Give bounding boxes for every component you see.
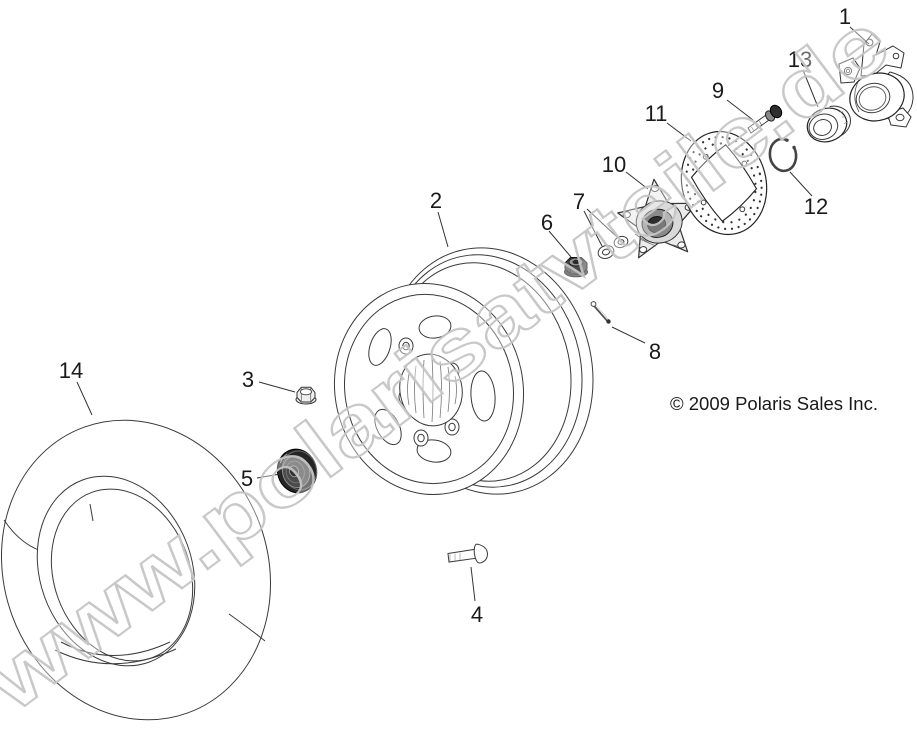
callout-labels: 1 2 3 4 5 6 7 8 9 10 11 12 13 14: [59, 4, 851, 627]
part-flange-nut: [295, 386, 317, 405]
part-tire: [1, 419, 271, 721]
part-label-6: 6: [541, 210, 553, 235]
part-spindle-nut: [564, 257, 588, 278]
part-brake-disc: [680, 130, 768, 236]
part-label-10: 10: [602, 152, 626, 177]
disc-mounting-holes: [700, 153, 748, 213]
part-label-14: 14: [59, 358, 83, 383]
part-steering-knuckle: [838, 33, 914, 128]
part-label-7: 7: [573, 189, 585, 214]
part-label-8: 8: [649, 339, 661, 364]
part-washer-small: [613, 235, 629, 249]
part-label-11: 11: [645, 101, 668, 126]
part-snap-ring: [768, 137, 798, 173]
part-hub-cap: [276, 448, 318, 494]
part-label-9: 9: [712, 78, 724, 103]
rim-bore-splines: [407, 357, 457, 423]
part-label-1: 1: [839, 4, 851, 29]
part-label-3: 3: [242, 367, 254, 392]
part-disc-bolt: [747, 104, 783, 134]
part-wheel-rim: [333, 247, 594, 496]
part-washer-large: [597, 245, 615, 259]
part-label-4: 4: [471, 602, 483, 627]
part-label-2: 2: [430, 188, 442, 213]
part-label-12: 12: [804, 194, 828, 219]
part-label-13: 13: [788, 47, 812, 72]
part-label-5: 5: [241, 466, 253, 491]
copyright-text: © 2009 Polaris Sales Inc.: [670, 393, 878, 414]
part-cotter-pin: [590, 301, 611, 324]
leader-lines: [76, 26, 870, 602]
part-bearing: [806, 105, 851, 143]
part-lug-bolt: [447, 543, 489, 564]
part-wheel-hub: [617, 178, 698, 259]
